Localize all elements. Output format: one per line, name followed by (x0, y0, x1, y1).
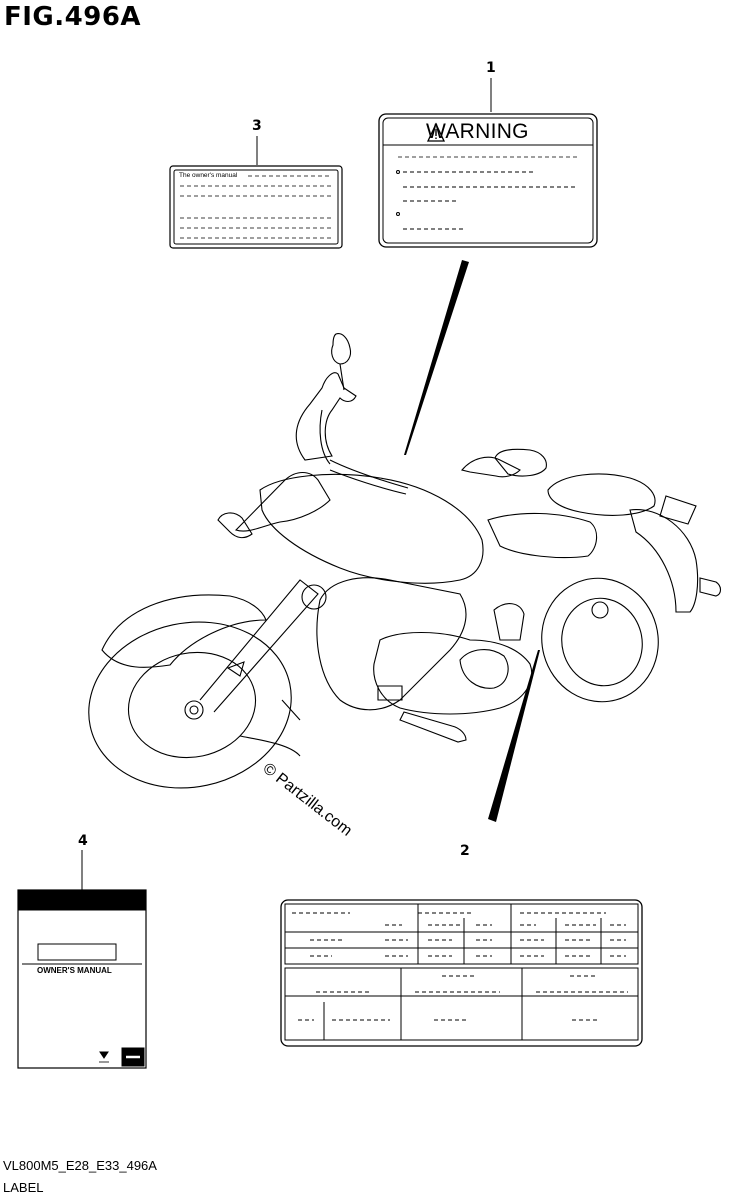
pointer-wedge-2 (488, 650, 540, 822)
diagram-code: VL800M5_E28_E33_496A (3, 1158, 157, 1173)
owners-manual-note-label[interactable] (169, 165, 343, 249)
suzuki-logo-icon (99, 1051, 109, 1063)
callout-4[interactable]: 4 (78, 833, 88, 849)
warning-title: WARNING (426, 120, 529, 143)
figure-title: FIG.496A (4, 2, 142, 32)
pointer-wedge-1 (404, 260, 469, 455)
warning-label[interactable] (378, 113, 598, 248)
section-label: LABEL (3, 1180, 44, 1195)
callout-3[interactable]: 3 (252, 118, 262, 134)
owners-manual-booklet[interactable] (17, 889, 147, 1069)
owners-manual-note-text: The owner's manual (179, 172, 238, 179)
tire-info-label[interactable] (280, 899, 643, 1047)
callout-1[interactable]: 1 (486, 60, 496, 76)
warning-triangle-icon (426, 122, 446, 142)
callout-2[interactable]: 2 (460, 843, 470, 859)
manual-cover-title: OWNER'S MANUAL (37, 966, 112, 975)
motorcycle-outline (88, 333, 722, 789)
